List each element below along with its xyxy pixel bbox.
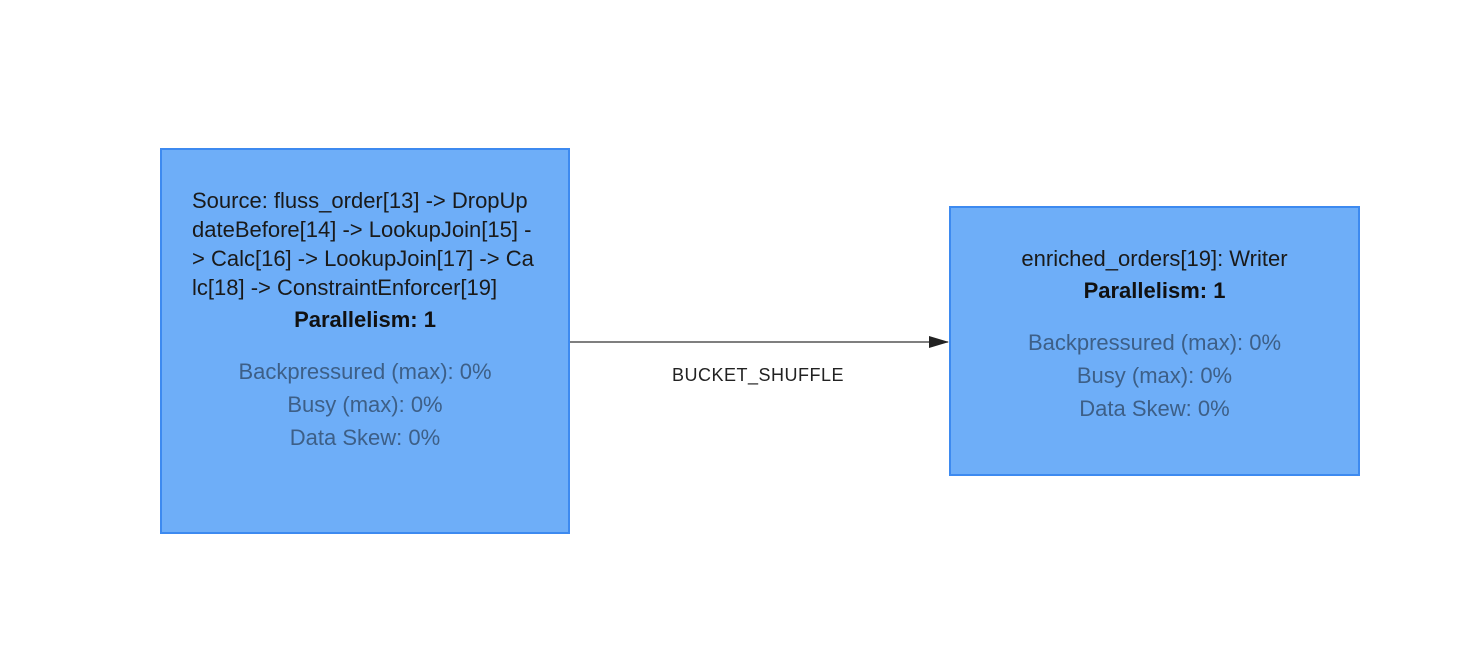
edge-label-bucket-shuffle: BUCKET_SHUFFLE (671, 365, 845, 385)
node-parallelism: Parallelism: 1 (294, 307, 436, 332)
metric-busy: Busy (max): 0% (287, 392, 443, 417)
metric-backpressured: Backpressured (max): 0% (1027, 330, 1282, 355)
node-metrics: Backpressured (max): 0% Busy (max): 0% D… (238, 355, 491, 454)
metric-data-skew: Data Skew: 0% (1079, 396, 1230, 421)
metric-backpressured: Backpressured (max): 0% (238, 359, 492, 384)
metric-data-skew: Data Skew: 0% (289, 425, 441, 450)
node-name: Source: fluss_order[13] -> DropUpdateBef… (192, 188, 534, 300)
node-name: enriched_orders[19]: Writer (1021, 246, 1288, 271)
node-parallelism: Parallelism: 1 (1083, 278, 1226, 303)
operator-node-writer[interactable]: enriched_orders[19]: Writer Parallelism:… (949, 206, 1360, 476)
node-metrics: Backpressured (max): 0% Busy (max): 0% D… (1028, 326, 1281, 425)
metric-busy: Busy (max): 0% (1076, 363, 1233, 388)
operator-node-source[interactable]: Source: fluss_order[13] -> DropUpdateBef… (160, 148, 570, 534)
